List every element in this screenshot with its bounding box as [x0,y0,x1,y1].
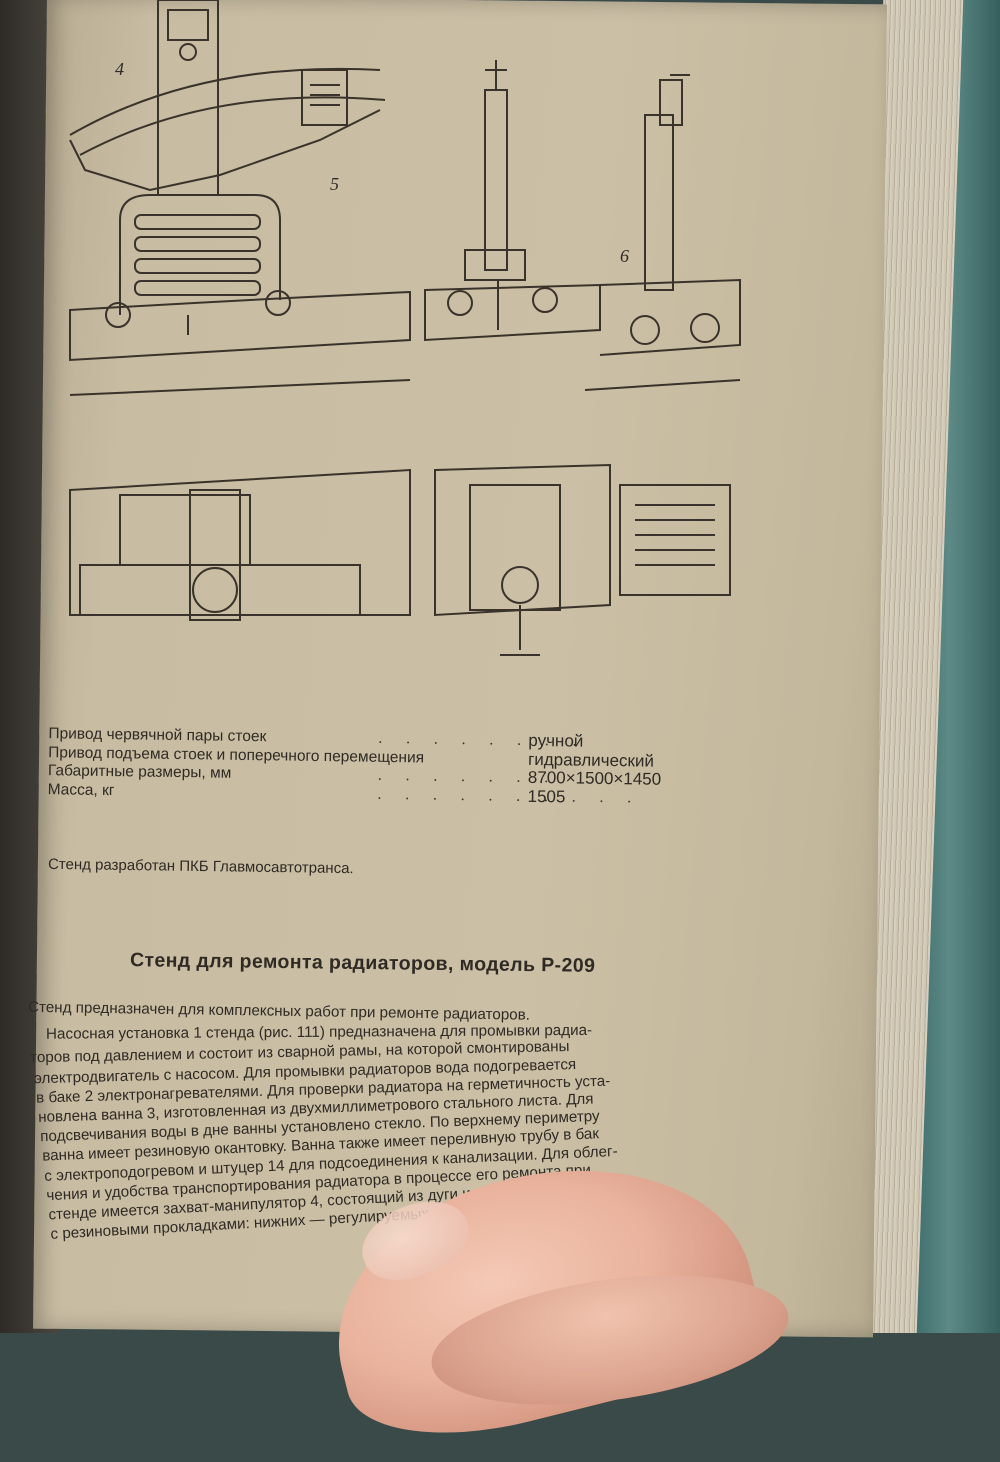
spec-label: Масса, кг [47,780,115,799]
clamp-block [301,69,348,126]
front-base [464,249,526,281]
arc-lower [79,96,386,156]
plan-left-carriage [189,489,241,621]
plan-right-wheel [501,566,539,604]
floor-line-right [584,379,741,391]
spec-value: 1505 [527,786,566,806]
spec-leader-dots: . . . . . . . . . . [377,785,642,806]
plan-radiator-fins [635,504,715,566]
column-head [167,9,209,41]
column-knob [179,43,197,61]
floor-line-left [69,379,411,396]
technical-drawing: 4 5 6 [69,0,741,656]
plan-left-block [119,494,251,566]
plan-radiator [619,484,731,596]
wheel-mid-1 [447,290,473,316]
tank-slot-4 [134,280,261,296]
plan-right-carriage [469,484,561,611]
plan-right-handle [500,605,540,656]
callout-4-label: 4 [115,59,124,79]
tank-slot-1 [134,214,261,230]
front-column [484,89,508,271]
spec-table: Привод червячной пары стоек . . . . . . … [48,725,739,809]
tank-body [119,194,281,315]
wheel-left-2 [265,290,291,316]
wheel-right-1 [630,315,660,345]
clamp-spring [310,84,340,106]
side-post-head [659,79,683,126]
callout-5-label: 5 [330,174,339,194]
side-post [644,114,674,291]
front-handle [485,60,507,90]
rail-right [599,278,741,356]
body-paragraph: Стенд предназначен для комплексных работ… [20,999,820,1243]
plan-left-base [79,564,361,616]
tank-slot-2 [134,236,261,252]
plan-left-wheel [192,567,238,613]
wheel-right-2 [690,313,720,343]
wheel-left-1 [105,302,131,328]
manipulator-arm [69,109,381,192]
tank-slot-3 [134,258,261,274]
arc-upper [69,67,381,136]
plan-left-frame [69,468,411,616]
wheel-mid-2 [532,287,558,313]
spec-value: ручной [528,730,584,751]
callout-6-label: 6 [620,246,629,266]
plan-right-frame [434,463,611,617]
rail-middle [424,283,601,342]
